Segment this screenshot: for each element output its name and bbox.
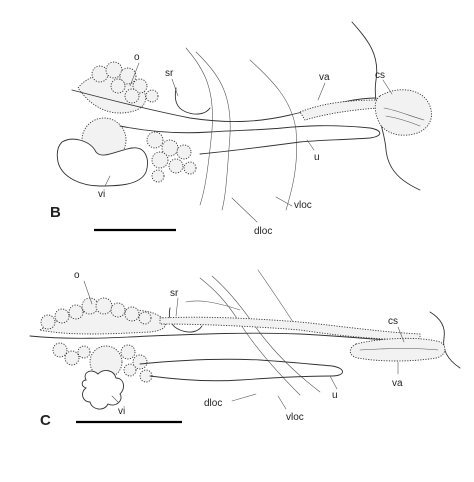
leaders-b: [104, 62, 393, 223]
panel-letter-c: C: [40, 412, 51, 429]
seminal-receptacle-c: [168, 307, 203, 333]
label-va-b: va: [319, 72, 330, 83]
gland-lobes-c: [52, 342, 153, 383]
label-sr-b: sr: [165, 68, 174, 79]
panel-letter-b: B: [50, 204, 61, 221]
body-outline-c: [429, 311, 461, 369]
label-o-b: o: [134, 52, 140, 63]
panel-c: o sr cs va u vi dloc vloc C: [29, 269, 461, 429]
round-body-c: [89, 345, 123, 379]
leaders-c: [83, 280, 405, 410]
label-cs-b: cs: [375, 70, 385, 81]
duct-upper-c: [29, 332, 421, 343]
gland-lobes-b: [146, 131, 197, 183]
copulatory-structure-b: [374, 89, 432, 136]
vloc-lines-c: [185, 269, 321, 396]
label-vloc-b: vloc: [294, 200, 312, 211]
panel-b: o sr va cs u vi dloc vloc B: [50, 21, 432, 237]
label-va-c: va: [392, 378, 403, 389]
duct-lower-c: [139, 358, 343, 382]
seminal-receptacle-b: [174, 87, 211, 115]
label-vi-c: vi: [118, 406, 125, 417]
label-dloc-c: dloc: [204, 398, 222, 409]
vitellarium-b: [56, 138, 148, 187]
ovary-c: [38, 297, 167, 335]
vitellarium-c: [81, 370, 124, 410]
label-o-c: o: [74, 270, 80, 281]
label-cs-c: cs: [388, 316, 398, 327]
label-u-c: u: [332, 390, 338, 401]
label-u-b: u: [314, 152, 320, 163]
duct-lower-b: [119, 125, 381, 155]
ovary-b: [77, 61, 159, 114]
vloc-lines-b: [185, 47, 297, 211]
label-vi-b: vi: [98, 189, 105, 200]
label-dloc-b: dloc: [254, 226, 272, 237]
label-sr-c: sr: [170, 288, 179, 299]
vagina-b: [299, 99, 379, 121]
copulatory-structure-c: [349, 337, 446, 362]
label-vloc-c: vloc: [286, 412, 304, 423]
stippled-band-c: [159, 316, 421, 341]
